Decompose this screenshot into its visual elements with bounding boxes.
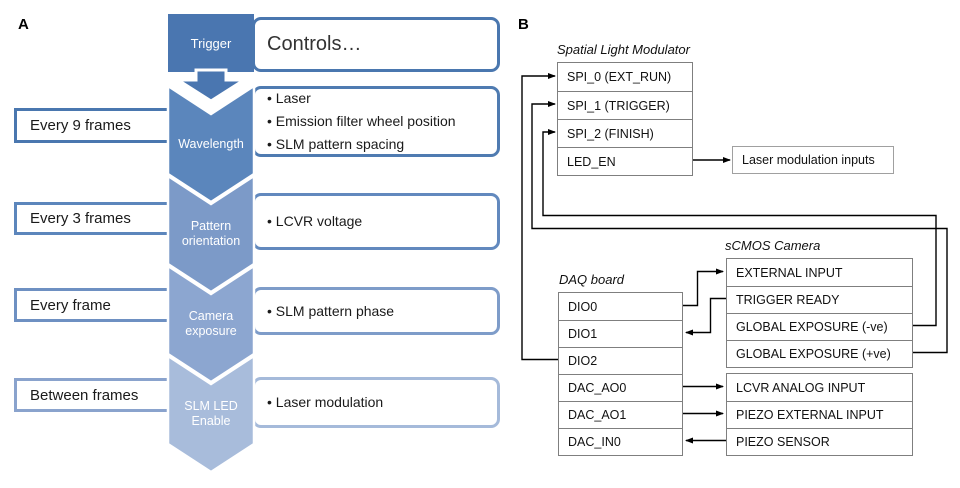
controls-box: Controls…	[252, 17, 500, 72]
bullet-item: LCVR voltage	[267, 210, 497, 233]
slm-row-spi1: SPI_1 (TRIGGER)	[558, 91, 692, 119]
slm-row-led-en: LED_EN	[558, 147, 692, 175]
controls-text: Controls…	[267, 33, 362, 55]
slm-row-spi0: SPI_0 (EXT_RUN)	[567, 70, 672, 84]
slm-table: SPI_0 (EXT_RUN) SPI_1 (TRIGGER) SPI_2 (F…	[557, 62, 693, 176]
camera-exposure-label: Camera exposure	[185, 309, 237, 338]
aux-table: LCVR ANALOG INPUT PIEZO EXTERNAL INPUT P…	[726, 373, 913, 456]
laser-modulation-inputs-box: Laser modulation inputs	[732, 146, 894, 174]
slm-led-enable-label: SLM LED Enable	[184, 399, 238, 428]
timing-label: Between frames	[30, 386, 139, 404]
timing-box-every-3-frames: Every 3 frames	[14, 202, 174, 235]
slm-row-spi2: SPI_2 (FINISH)	[558, 119, 692, 147]
camera-row-trigger-ready: TRIGGER READY	[727, 286, 912, 313]
timing-box-between-frames: Between frames	[14, 378, 174, 412]
bullet-item: Emission filter wheel position	[267, 110, 497, 133]
camera-row-global-exposure-neg: GLOBAL EXPOSURE (-ve)	[727, 313, 912, 340]
timing-box-every-9-frames: Every 9 frames	[14, 108, 174, 143]
wire-trigger-ready-to-dio1	[685, 297, 726, 336]
chevron-step-trigger: Trigger	[168, 14, 254, 72]
daq-row-dac-ao0: DAC_AO0	[559, 374, 682, 401]
camera-table: EXTERNAL INPUT TRIGGER READY GLOBAL EXPO…	[726, 258, 913, 368]
wire-dio0-to-external-input	[683, 268, 724, 307]
laser-modulation-inputs-label: Laser modulation inputs	[742, 153, 875, 167]
bullet-item: Laser modulation	[267, 391, 497, 414]
daq-row-dac-ao1: DAC_AO1	[559, 401, 682, 428]
daq-table: DIO0 DIO1 DIO2 DAC_AO0 DAC_AO1 DAC_IN0	[558, 292, 683, 456]
camera-row-global-exposure-pos: GLOBAL EXPOSURE (+ve)	[727, 340, 912, 367]
slm-title: Spatial Light Modulator	[557, 42, 690, 57]
camera-row-external-input: EXTERNAL INPUT	[736, 265, 843, 280]
daq-title: DAQ board	[559, 272, 625, 287]
panel-b-label: B	[518, 16, 529, 33]
bullet-item: SLM pattern spacing	[267, 133, 497, 156]
timing-label: Every 3 frames	[30, 210, 131, 227]
daq-row-dio1: DIO1	[559, 320, 682, 347]
sled-controls-box: Laser modulation	[252, 377, 500, 428]
aux-row-piezo-external-input: PIEZO EXTERNAL INPUT	[727, 401, 912, 428]
panel-a-label: A	[18, 16, 29, 33]
pattern-controls-box: LCVR voltage	[252, 193, 500, 250]
daq-row-dio0: DIO0	[568, 299, 598, 314]
bullet-item: Laser	[267, 87, 497, 110]
pattern-orientation-label: Pattern orientation	[181, 219, 241, 248]
aux-row-piezo-sensor: PIEZO SENSOR	[727, 428, 912, 455]
camera-title: sCMOS Camera	[725, 238, 821, 253]
timing-label: Every frame	[30, 296, 111, 314]
timing-label: Every 9 frames	[30, 117, 131, 134]
daq-row-dio2: DIO2	[559, 347, 682, 374]
wavelength-controls-box: Laser Emission filter wheel position SLM…	[252, 86, 500, 157]
aux-row-lcvr-analog-input: LCVR ANALOG INPUT	[736, 380, 866, 395]
bullet-item: SLM pattern phase	[267, 300, 497, 323]
wire-dio2-to-spi0	[521, 73, 558, 361]
trigger-down-arrow	[172, 68, 250, 103]
wavelength-label: Wavelength	[178, 136, 244, 151]
daq-row-dac-in0: DAC_IN0	[559, 428, 682, 455]
camera-controls-box: SLM pattern phase	[252, 287, 500, 335]
timing-box-every-frame: Every frame	[14, 288, 174, 322]
trigger-label: Trigger	[190, 35, 232, 51]
